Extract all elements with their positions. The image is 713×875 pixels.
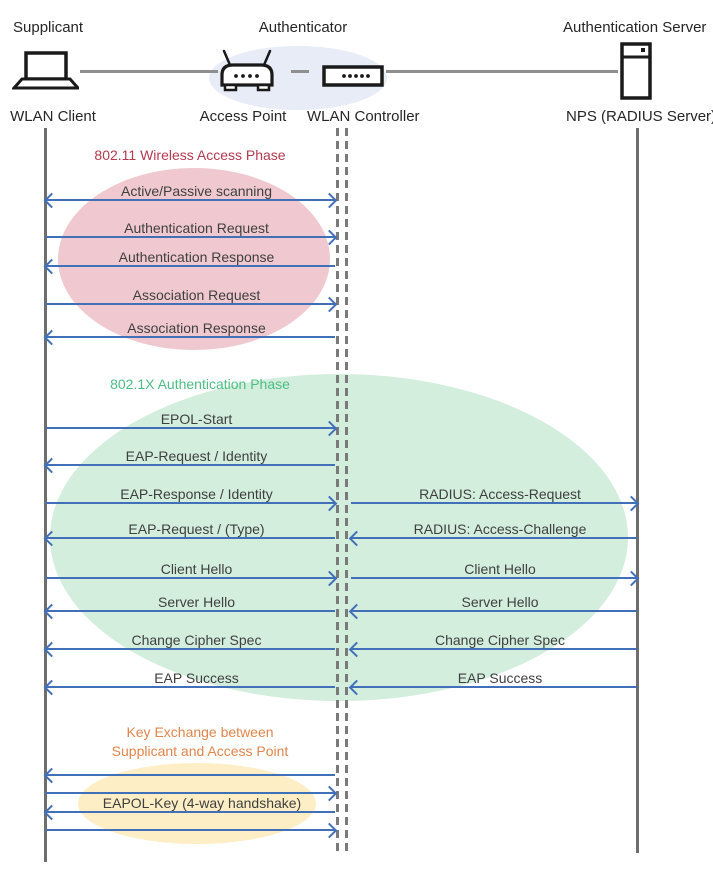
message-label: Server Hello — [157, 594, 236, 610]
message-arrow — [43, 641, 335, 658]
connector-line — [80, 70, 218, 73]
message-label: Association Response — [127, 320, 266, 336]
message-arrow — [46, 495, 338, 512]
connector-line — [291, 70, 309, 73]
message-label: Change Cipher Spec — [131, 632, 262, 648]
access-point-icon — [220, 49, 274, 92]
lifeline-radius-server — [636, 128, 639, 853]
message-arrow — [348, 530, 637, 547]
message-arrow — [46, 822, 338, 839]
message-arrow — [46, 229, 338, 246]
role-authenticator: Authenticator — [258, 19, 348, 36]
message-label: EPOL-Start — [160, 411, 233, 427]
message-arrow — [43, 192, 338, 209]
lifeline-wlan-client — [44, 128, 47, 862]
message-label: RADIUS: Access-Request — [419, 486, 581, 502]
message-arrow — [46, 570, 338, 587]
node-label-access-point: Access Point — [199, 108, 287, 125]
node-label-nps: NPS (RADIUS Server) — [566, 108, 713, 125]
phase2-title: 802.1X Authentication Phase — [110, 376, 290, 392]
message-label: EAP Success — [154, 670, 239, 686]
message-label: Change Cipher Spec — [435, 632, 565, 648]
message-label: EAP-Request / (Type) — [128, 521, 265, 537]
connector-line — [386, 70, 618, 73]
message-label: EAP Success — [457, 670, 543, 686]
node-label-wlan-client: WLAN Client — [10, 108, 96, 125]
message-arrow — [43, 258, 335, 275]
eapol-key-label: EAPOL-Key (4-way handshake) — [102, 795, 302, 811]
message-arrow — [43, 767, 335, 784]
laptop-icon — [12, 51, 79, 90]
arrowhead-right-icon — [321, 822, 338, 839]
arrowhead-left-icon — [43, 804, 60, 821]
message-label: Client Hello — [160, 561, 233, 577]
message-label: Authentication Request — [124, 220, 269, 236]
phase1-title: 802.11 Wireless Access Phase — [94, 147, 286, 163]
message-arrow — [43, 329, 335, 346]
message-arrow — [348, 641, 637, 658]
message-arrow — [46, 785, 338, 802]
message-arrow — [46, 420, 338, 437]
message-arrow — [351, 495, 640, 512]
message-label: RADIUS: Access-Challenge — [413, 521, 587, 537]
message-arrow — [43, 457, 335, 474]
message-label: Authentication Response — [118, 249, 275, 265]
message-arrow — [43, 603, 335, 620]
message-arrow — [43, 530, 335, 547]
phase1-ellipse — [58, 168, 330, 350]
message-label: Active/Passive scanning — [121, 183, 272, 199]
message-arrow — [46, 296, 338, 313]
role-supplicant: Supplicant — [13, 19, 84, 36]
message-arrow — [348, 603, 637, 620]
phase3-title-line2: Supplicant and Access Point — [111, 743, 289, 759]
message-arrow — [351, 570, 640, 587]
message-label: EAP-Request / Identity — [125, 448, 268, 464]
lifeline-controller-dashed-2 — [345, 128, 348, 853]
node-label-wlan-controller: WLAN Controller — [307, 108, 420, 125]
message-arrow — [43, 804, 335, 821]
message-label: EAP-Response / Identity — [120, 486, 273, 502]
message-arrow — [43, 679, 335, 696]
message-arrow — [348, 679, 637, 696]
message-label: Server Hello — [461, 594, 539, 610]
role-authentication-server: Authentication Server — [563, 19, 707, 36]
phase3-title-line1: Key Exchange between — [126, 724, 274, 740]
lifeline-controller-dashed-1 — [336, 128, 339, 853]
message-label: Association Request — [132, 287, 261, 303]
wlan-controller-icon — [322, 65, 384, 87]
server-icon — [620, 42, 652, 100]
message-label: Client Hello — [464, 561, 536, 577]
arrowhead-left-icon — [43, 767, 60, 784]
